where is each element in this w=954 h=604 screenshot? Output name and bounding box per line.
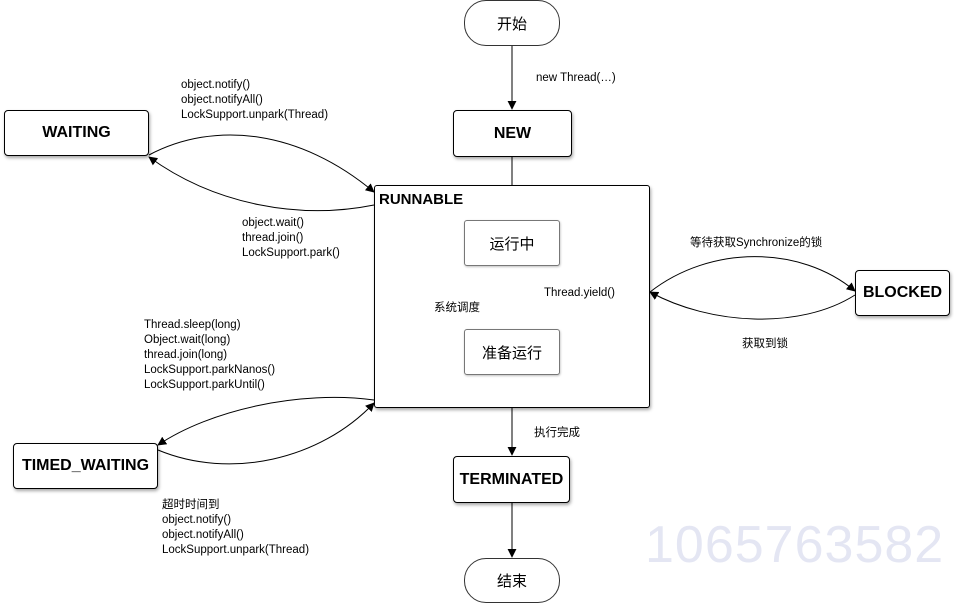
terminated-label: TERMINATED xyxy=(459,470,564,488)
running-state: 运行中 xyxy=(464,220,560,266)
edge-label-ready-to-running: 系统调度 xyxy=(434,302,480,314)
end-node: 结束 xyxy=(464,558,560,603)
waiting-label: WAITING xyxy=(42,124,111,141)
edge-label-timed-waiting-to-runnable: 超时时间到 object.notify() object.notifyAll()… xyxy=(162,499,310,556)
start-label: 开始 xyxy=(496,15,527,33)
edge-label-blocked-to-runnable: 获取到锁 xyxy=(742,338,788,350)
watermark: 1065763582 xyxy=(645,516,945,574)
edge-label-runnable-to-terminated: 执行完成 xyxy=(534,427,580,439)
timed-waiting-state: TIMED_WAITING xyxy=(13,443,158,489)
arrow-runnable-to-waiting xyxy=(148,156,375,212)
edge-label-runnable-to-timed-waiting: Thread.sleep(long) Object.wait(long) thr… xyxy=(144,319,276,391)
arrow-waiting-to-runnable xyxy=(148,134,375,193)
running-label: 运行中 xyxy=(489,235,535,253)
edge-label-start-to-new: new Thread(…) xyxy=(536,72,616,84)
timed-waiting-label: TIMED_WAITING xyxy=(21,457,150,474)
edge-label-running-to-ready: Thread.yield() xyxy=(544,287,615,299)
new-state: NEW xyxy=(453,110,572,157)
arrow-blocked-to-runnable xyxy=(649,291,856,320)
arrow-runnable-to-blocked xyxy=(649,256,856,293)
terminated-state: TERMINATED xyxy=(453,456,570,503)
ready-state: 准备运行 xyxy=(464,329,560,375)
blocked-label: BLOCKED xyxy=(862,284,943,301)
new-label: NEW xyxy=(493,124,532,142)
start-node: 开始 xyxy=(464,0,560,46)
edge-label-runnable-to-blocked: 等待获取Synchronize的锁 xyxy=(690,237,823,249)
ready-label: 准备运行 xyxy=(481,344,542,362)
waiting-state: WAITING xyxy=(4,110,149,156)
runnable-state-label: RUNNABLE xyxy=(379,191,464,208)
end-label: 结束 xyxy=(496,573,527,590)
blocked-state: BLOCKED xyxy=(855,270,950,316)
edge-label-waiting-to-runnable: object.notify() object.notifyAll() LockS… xyxy=(181,79,329,121)
arrow-timed-waiting-to-runnable xyxy=(157,402,375,465)
arrow-runnable-to-timed-waiting xyxy=(157,396,375,446)
edge-label-runnable-to-waiting: object.wait() thread.join() LockSupport.… xyxy=(242,217,340,259)
